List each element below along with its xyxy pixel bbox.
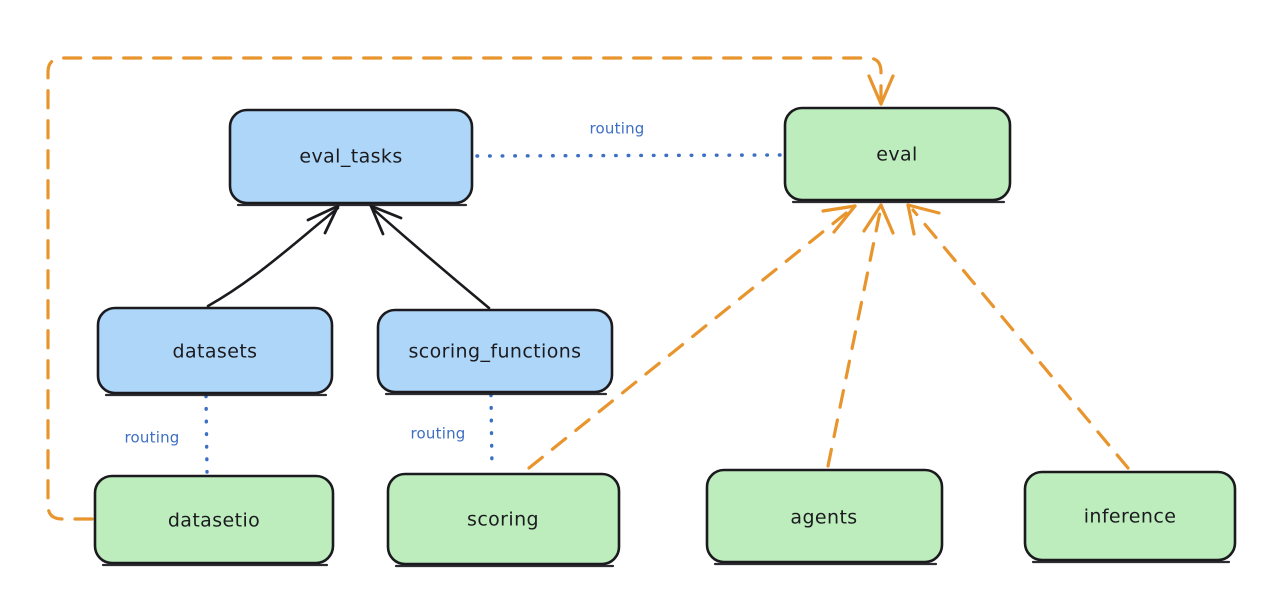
edge-inference-to-eval-dependency [906, 203, 1130, 470]
node-label-inference: inference [1084, 506, 1177, 528]
edge-datasets-to-datasetio-routing [204, 394, 209, 474]
node-label-datasets: datasets [173, 341, 258, 363]
edge-scoring-functions-to-eval-tasks [369, 204, 491, 310]
node-scoring-functions[interactable]: scoring_functions [376, 308, 614, 396]
edge-scoring-functions-to-scoring-routing [489, 393, 494, 472]
node-datasets[interactable]: datasets [96, 306, 334, 397]
edge-datasets-to-eval-tasks [206, 204, 340, 308]
node-label-eval: eval [876, 144, 917, 166]
edge-eval-tasks-to-eval-routing [475, 153, 783, 158]
node-inference[interactable]: inference [1023, 470, 1237, 564]
node-datasetio[interactable]: datasetio [93, 474, 335, 567]
node-eval-tasks[interactable]: eval_tasks [228, 108, 474, 207]
node-eval[interactable]: eval [783, 106, 1012, 204]
node-scoring[interactable]: scoring [386, 472, 621, 568]
edge-label-routing-scoring: routing [411, 425, 466, 443]
node-label-scoring-functions: scoring_functions [409, 341, 582, 363]
node-label-agents: agents [790, 507, 857, 529]
edge-label-routing-datasetio: routing [125, 429, 180, 447]
edge-datasetio-to-eval-dependency [46, 56, 895, 521]
edge-scoring-to-eval-dependency [527, 204, 857, 470]
edge-label-routing-eval: routing [590, 120, 645, 138]
node-label-eval-tasks: eval_tasks [299, 146, 402, 168]
edge-agents-to-eval-dependency [826, 203, 895, 468]
node-label-datasetio: datasetio [168, 510, 260, 532]
node-agents[interactable]: agents [705, 468, 944, 566]
node-label-scoring: scoring [467, 509, 539, 531]
